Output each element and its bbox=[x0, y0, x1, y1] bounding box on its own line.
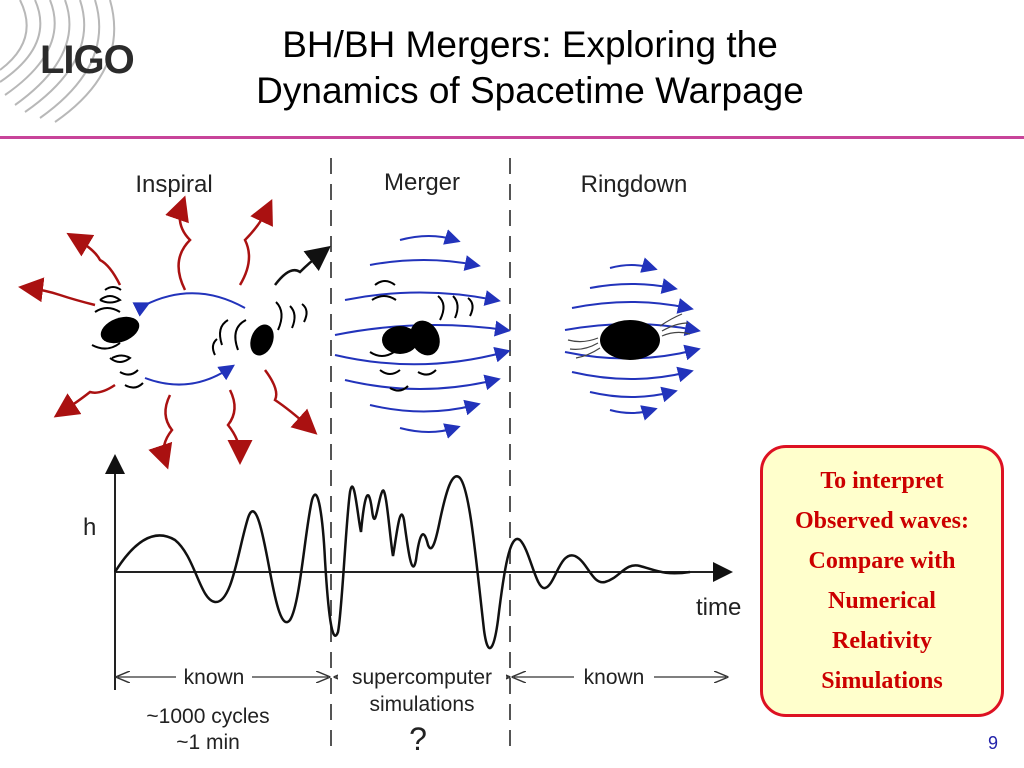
callout-line-1: To interpret bbox=[820, 468, 944, 494]
phase-label-inspiral: Inspiral bbox=[135, 171, 212, 198]
x-axis-label: time bbox=[696, 594, 741, 621]
phase-label-merger: Merger bbox=[384, 169, 460, 196]
orbit-arrow-top bbox=[132, 292, 246, 317]
merging-black-hole-icon bbox=[382, 326, 418, 354]
callout-text: To interpret Observed waves: Compare wit… bbox=[795, 461, 969, 701]
page-number: 9 bbox=[988, 733, 999, 753]
merger-diagram: Inspiral Merger Ringdown bbox=[18, 158, 741, 757]
y-axis-label: h bbox=[83, 514, 96, 541]
title-line-1: BH/BH Mergers: Exploring the bbox=[282, 24, 778, 65]
phase-label-ringdown: Ringdown bbox=[581, 171, 688, 198]
label-simulations: simulations bbox=[369, 693, 474, 716]
label-cycles: ~1000 cycles bbox=[146, 705, 269, 728]
page-title: BH/BH Mergers: Exploring the Dynamics of… bbox=[170, 22, 890, 114]
callout-box: To interpret Observed waves: Compare wit… bbox=[760, 445, 1004, 717]
ringdown-illustration bbox=[564, 257, 701, 421]
callout-line-3: Compare with bbox=[808, 548, 956, 574]
strain-waveform bbox=[113, 475, 691, 650]
logo-swirl-icon bbox=[0, 0, 116, 123]
label-question-mark: ? bbox=[409, 721, 427, 757]
label-known-right: known bbox=[584, 666, 645, 689]
black-hole-left-icon bbox=[91, 286, 144, 389]
label-supercomputer: supercomputer bbox=[352, 666, 492, 689]
inspiral-illustration bbox=[18, 195, 331, 470]
final-black-hole-icon bbox=[600, 320, 660, 360]
title-line-2: Dynamics of Spacetime Warpage bbox=[256, 70, 804, 111]
black-hole-right-icon bbox=[211, 301, 308, 356]
orbit-arrow-bottom bbox=[144, 364, 235, 386]
title-divider bbox=[0, 136, 1024, 139]
merger-illustration bbox=[334, 229, 511, 439]
logo-text: LIGO bbox=[40, 38, 135, 82]
callout-line-4: Numerical bbox=[828, 588, 936, 614]
callout-line-6: Simulations bbox=[821, 668, 943, 694]
gravitational-wave-arrows bbox=[18, 195, 318, 470]
label-minutes: ~1 min bbox=[176, 731, 240, 754]
motion-arrow-icon bbox=[274, 245, 331, 286]
label-known-left: known bbox=[184, 666, 245, 689]
callout-line-5: Relativity bbox=[832, 628, 932, 654]
callout-line-2: Observed waves: bbox=[795, 508, 969, 534]
